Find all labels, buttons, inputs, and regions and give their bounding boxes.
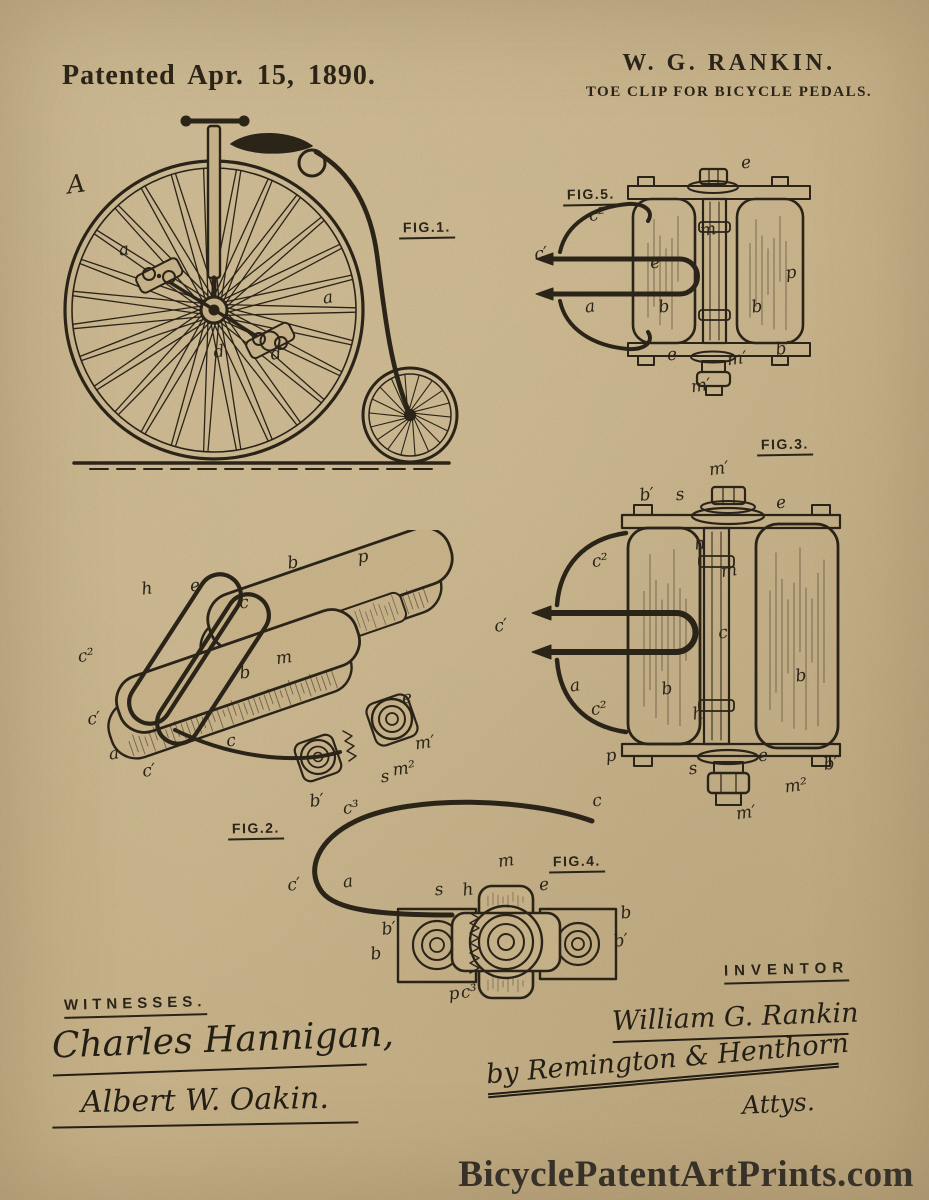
wheel-spoke (220, 318, 242, 451)
wheel-spoke (140, 315, 205, 433)
figure-4-label: FIG.4. (548, 852, 606, 874)
wheel-spoke (410, 380, 433, 411)
figure-2-label: FIG.2. (227, 819, 285, 841)
wheel-spoke (72, 305, 204, 325)
figure-1-penny-farthing (50, 98, 500, 493)
patent-header-block: W. G. RANKIN. TOE CLIP FOR BICYCLE PEDAL… (540, 50, 918, 101)
wheel-spoke (220, 169, 242, 302)
watermark-text: BicyclePatentArtPrints.com (458, 1154, 914, 1195)
patent-inventor-name: W. G. RANKIN. (622, 50, 836, 76)
figure-1-drawing (63, 115, 459, 470)
wheel-spoke (413, 402, 450, 413)
attorney-title: Attys. (741, 1087, 816, 1120)
figure-5-label: FIG.5. (562, 185, 620, 207)
figure-1-label: FIG.1. (398, 218, 456, 240)
figure-3-pedal-top-view (485, 450, 929, 835)
wheel-spoke (220, 243, 341, 302)
inventor-heading: INVENTOR (723, 959, 850, 985)
wheel-spoke (387, 419, 410, 450)
wheel-spoke (411, 418, 416, 457)
wheel-spoke (368, 412, 406, 418)
patent-date: Patented Apr. 15, 1890. (62, 60, 376, 91)
wheel-spoke (80, 318, 207, 362)
wheel-spoke (414, 412, 452, 418)
wheel-spoke (414, 414, 449, 432)
figure-3-label: FIG.3. (756, 435, 814, 457)
figure-3-drawing (531, 485, 842, 806)
wheel-spoke (72, 295, 204, 315)
wheel-spoke (371, 398, 406, 416)
figure-4-clip-end-view (285, 785, 660, 1020)
wheel-spoke (370, 417, 407, 428)
patent-title: TOE CLIP FOR BICYCLE PEDALS. (585, 84, 873, 100)
witnesses-heading: WITNESSES. (63, 993, 207, 1019)
figure-4-drawing (312, 799, 618, 1000)
wheel-spoke (72, 315, 205, 330)
wheel-spoke (212, 178, 269, 299)
wheel-spoke (411, 389, 444, 412)
wheel-spoke (202, 319, 209, 453)
wheel-spoke (376, 418, 409, 441)
witness-signature-2: Albert W. Oakin. (51, 1080, 359, 1129)
witness-signature-1: Charles Hannigan, (51, 1014, 394, 1077)
